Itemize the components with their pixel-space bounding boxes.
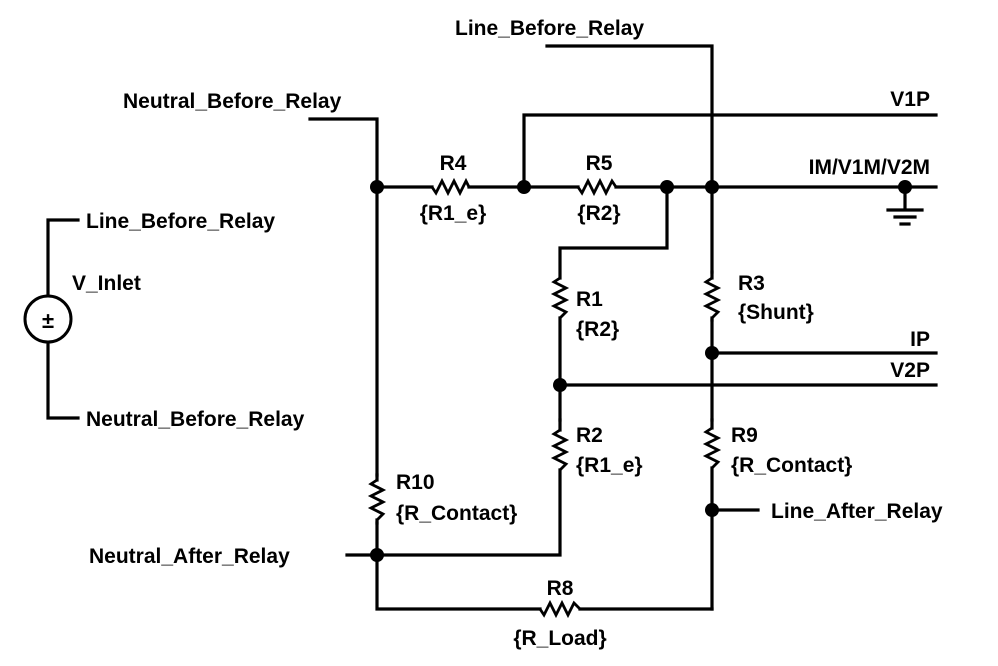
net-label-neutral-before-relay: Neutral_Before_Relay (123, 90, 342, 113)
junction-dot (705, 346, 719, 360)
source-circle-icon (23, 294, 73, 344)
resistor-r4-value: {R1_e} (420, 202, 487, 225)
resistor-r1-value: {R2} (576, 318, 619, 341)
resistor-r3-value: {Shunt} (738, 301, 814, 324)
net-label-im-v1m-v2m: IM/V1M/V2M (809, 156, 930, 179)
source-polarity-icon: ± (42, 308, 54, 333)
wire-neutral-before-relay (308, 117, 379, 189)
resistor-r9-value: {R_Contact} (731, 454, 852, 477)
net-label-ip: IP (910, 328, 930, 351)
junction-dot (370, 548, 384, 562)
net-label-neutral-after-relay: Neutral_After_Relay (89, 545, 290, 568)
resistor-r4-ref: R4 (440, 152, 467, 175)
voltage-source-v-inlet: ± V_Inlet Line_Before_Relay Neutral_Befo… (23, 210, 305, 431)
net-label-source-line-before-relay: Line_Before_Relay (86, 210, 275, 233)
ground-icon (886, 185, 924, 226)
wire-v1p (522, 113, 938, 189)
resistor-r1-icon (550, 276, 570, 319)
resistor-r8-icon (538, 599, 581, 619)
wire-r2-bottom (375, 468, 562, 557)
resistor-r3-ref: R3 (738, 272, 765, 295)
wire-line-before-relay (545, 44, 714, 189)
resistor-r3-icon (702, 276, 722, 319)
net-label-line-before-relay: Line_Before_Relay (455, 17, 644, 40)
wire-left-col-bottom (375, 521, 542, 611)
resistor-r10-value: {R_Contact} (396, 502, 517, 525)
resistor-r5-value: {R2} (577, 202, 620, 225)
junction-dot (705, 180, 719, 194)
net-label-source-neutral-before-relay: Neutral_Before_Relay (86, 408, 305, 431)
resistor-r10-ref: R10 (396, 471, 435, 494)
resistor-r5-icon (576, 177, 618, 197)
net-label-v1p: V1P (890, 88, 930, 111)
resistor-r9-icon (702, 426, 722, 469)
wire-source-bottom (46, 340, 80, 420)
resistor-r2-icon (550, 428, 570, 471)
junction-dot (517, 180, 531, 194)
junction-dot (553, 378, 567, 392)
resistor-r9-ref: R9 (731, 424, 758, 447)
wire-r5-to-r1 (558, 185, 669, 280)
junction-dot (705, 503, 719, 517)
resistor-r5-ref: R5 (586, 152, 613, 175)
junction-dot (660, 180, 674, 194)
resistor-r2-ref: R2 (576, 424, 603, 447)
resistor-r8-ref: R8 (547, 577, 574, 600)
net-label-v2p: V2P (890, 359, 930, 382)
source-name: V_Inlet (72, 272, 141, 295)
resistor-r1-ref: R1 (576, 288, 603, 311)
resistor-r8-value: {R_Load} (513, 627, 606, 650)
resistor-r2-value: {R1_e} (576, 454, 643, 477)
wire-source-top (46, 218, 80, 298)
resistor-r4-icon (430, 177, 471, 197)
junction-dot (370, 180, 384, 194)
resistor-r10-icon (367, 478, 387, 521)
net-label-line-after-relay: Line_After_Relay (771, 500, 943, 523)
